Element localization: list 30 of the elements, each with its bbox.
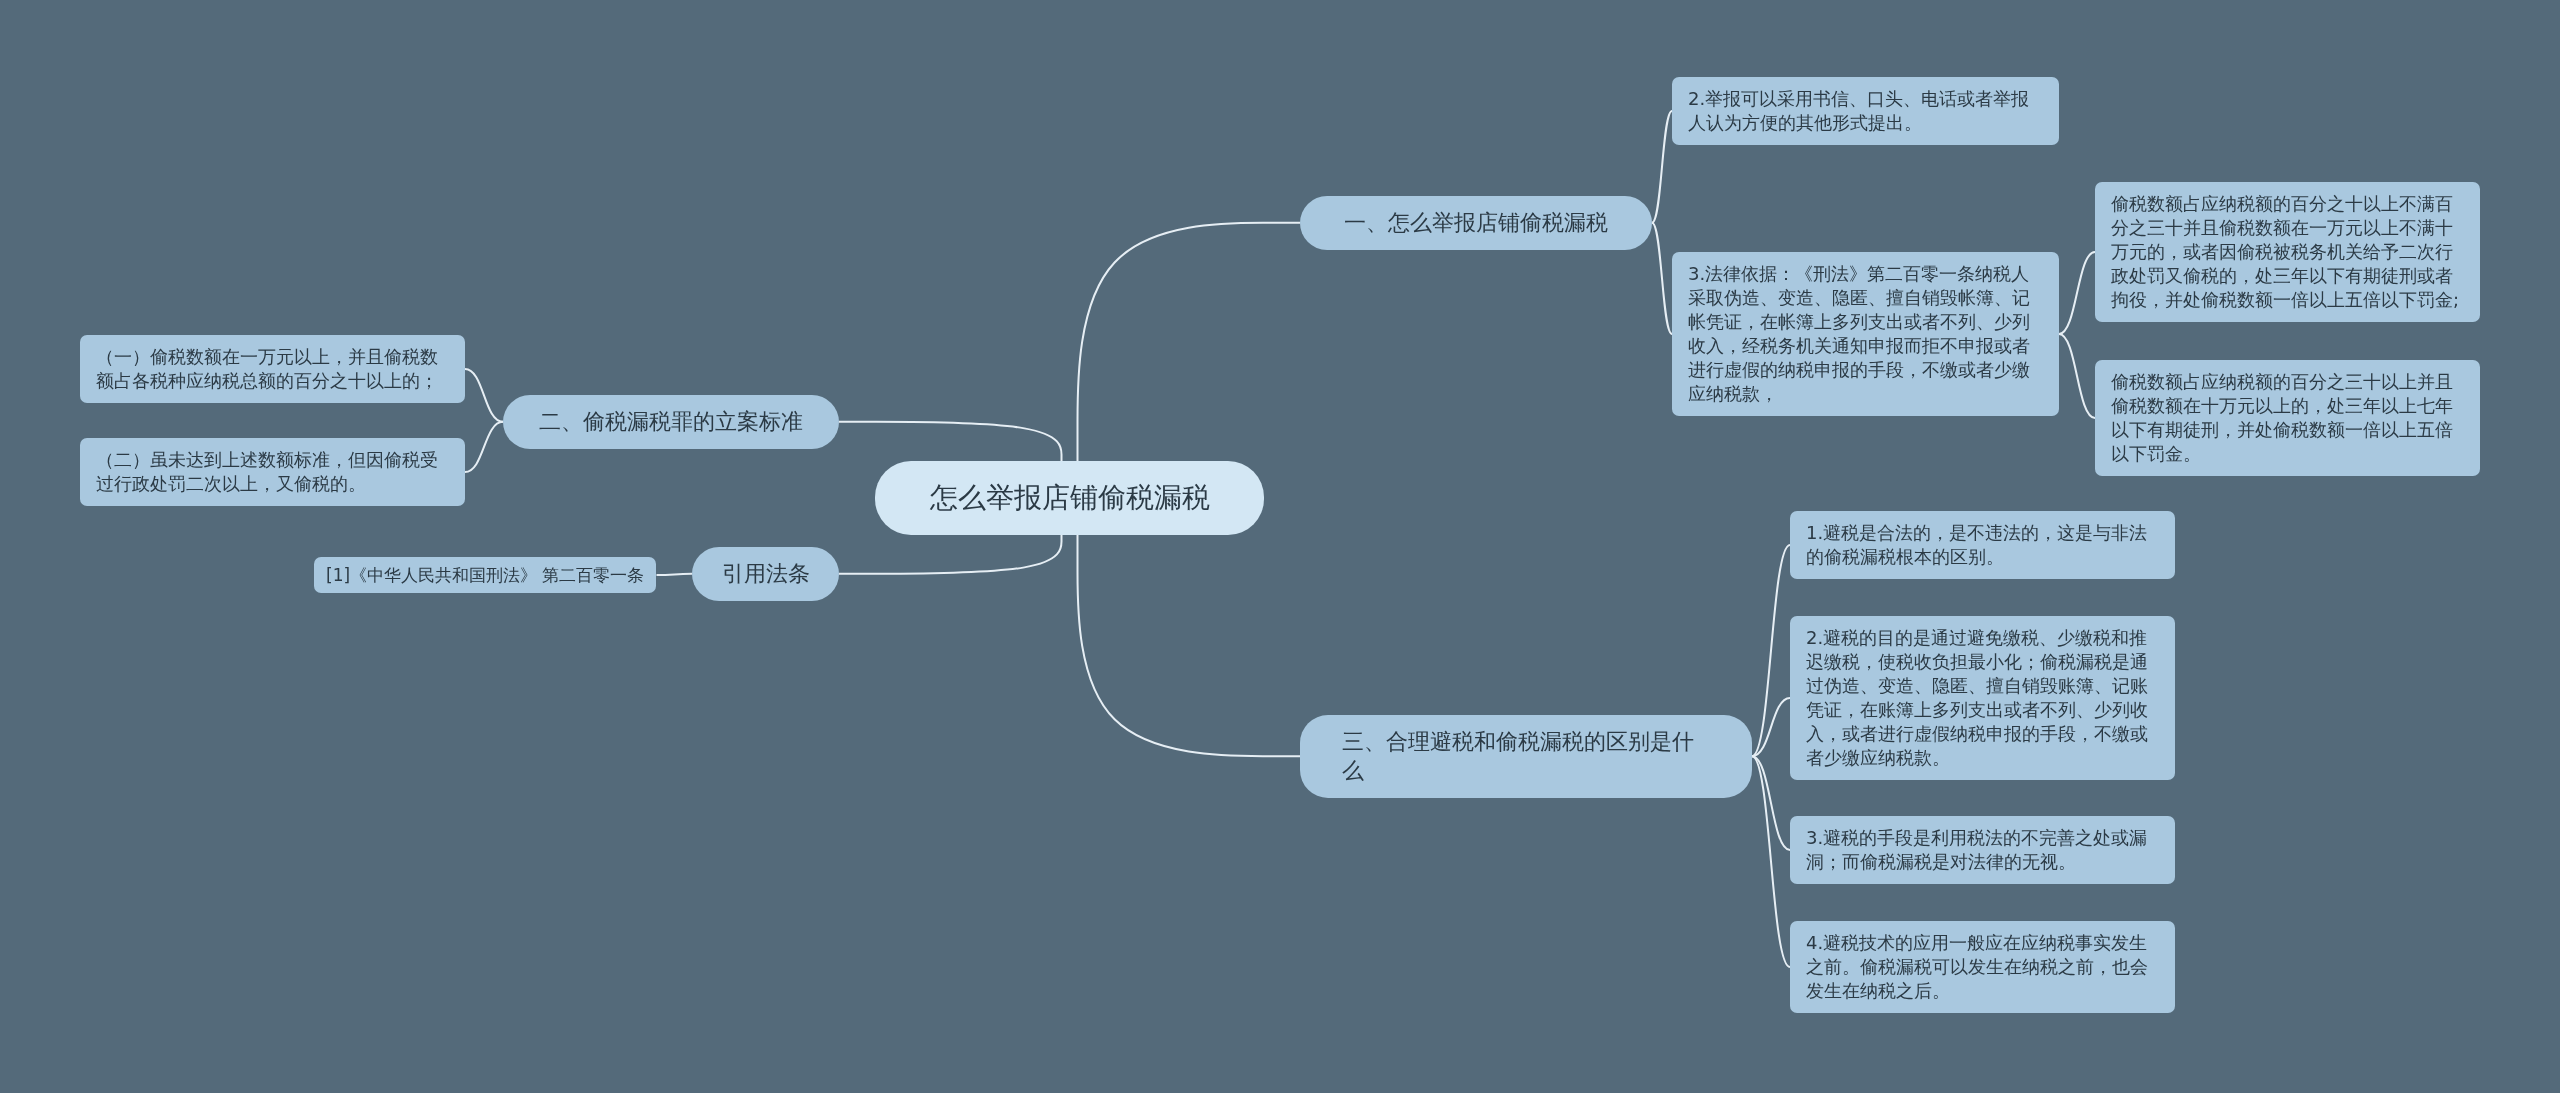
subtopic-box: 1.避税是合法的，是不违法的，这是与非法的偷税漏税根本的区别。	[1790, 511, 2175, 579]
subtopic-box: （二）虽未达到上述数额标准，但因偷税受过行政处罚二次以上，又偷税的。	[80, 438, 465, 506]
connector-line	[838, 420, 1063, 462]
subtopic-box: 2.举报可以采用书信、口头、电话或者举报人认为方便的其他形式提出。	[1672, 77, 2059, 145]
connector-line	[655, 572, 693, 576]
subtopic-box: [1]《中华人民共和国刑法》 第二百零一条	[314, 557, 657, 593]
subtopic-box: 2.避税的目的是通过避免缴税、少缴税和推迟缴税，使税收负担最小化；偷税漏税是通过伪造、变造、隐匿、擅自销毁账簿、记账凭证，在账簿上多列支出或者不列、少列收入，或者进行虚假纳税申报的手段，不缴或者少缴应纳税款。	[1790, 616, 2175, 780]
connector-line	[464, 368, 504, 423]
connector-line	[838, 534, 1063, 575]
connector-line	[1076, 534, 1301, 758]
connector-line	[2058, 333, 2096, 419]
connector-line	[2058, 251, 2096, 335]
topic-box: 一、怎么举报店铺偷税漏税	[1300, 196, 1652, 250]
connector-line	[1076, 221, 1301, 462]
subtopic-box: 偷税数额占应纳税额的百分之三十以上并且偷税数额在十万元以上的，处三年以上七年以下有期徒刑，并处偷税数额一倍以上五倍以下罚金。	[2095, 360, 2480, 476]
connector-line	[1651, 110, 1673, 224]
connector-line	[1651, 221, 1673, 335]
central-topic: 怎么举报店铺偷税漏税	[875, 461, 1264, 535]
connector-line	[1751, 544, 1791, 758]
subtopic-box: 3.法律依据：《刑法》第二百零一条纳税人采取伪造、变造、隐匿、擅自销毁帐簿、记帐凭证，在帐簿上多列支出或者不列、少列收入，经税务机关通知申报而拒不申报或者进行虚假的纳税申报的手段，不缴或者少缴应纳税款，	[1672, 252, 2059, 416]
subtopic-box: 偷税数额占应纳税额的百分之十以上不满百分之三十并且偷税数额在一万元以上不满十万元的，或者因偷税被税务机关给予二次行政处罚又偷税的，处三年以下有期徒刑或者拘役，并处偷税数额一倍以上五倍以下罚金;	[2095, 182, 2480, 322]
subtopic-box: 4.避税技术的应用一般应在应纳税事实发生之前。偷税漏税可以发生在纳税之前，也会发生在纳税之后。	[1790, 921, 2175, 1013]
topic-box: 三、合理避税和偷税漏税的区别是什么	[1300, 714, 1752, 798]
subtopic-box: 3.避税的手段是利用税法的不完善之处或漏洞；而偷税漏税是对法律的无视。	[1790, 816, 2175, 884]
subtopic-box: （一）偷税数额在一万元以上，并且偷税数额占各税种应纳税总额的百分之十以上的；	[80, 335, 465, 403]
connector-line	[464, 420, 504, 473]
topic-box: 引用法条	[692, 547, 839, 601]
connector-line	[1751, 755, 1791, 968]
topic-box: 二、偷税漏税罪的立案标准	[503, 395, 839, 449]
connector-line	[1751, 697, 1791, 758]
